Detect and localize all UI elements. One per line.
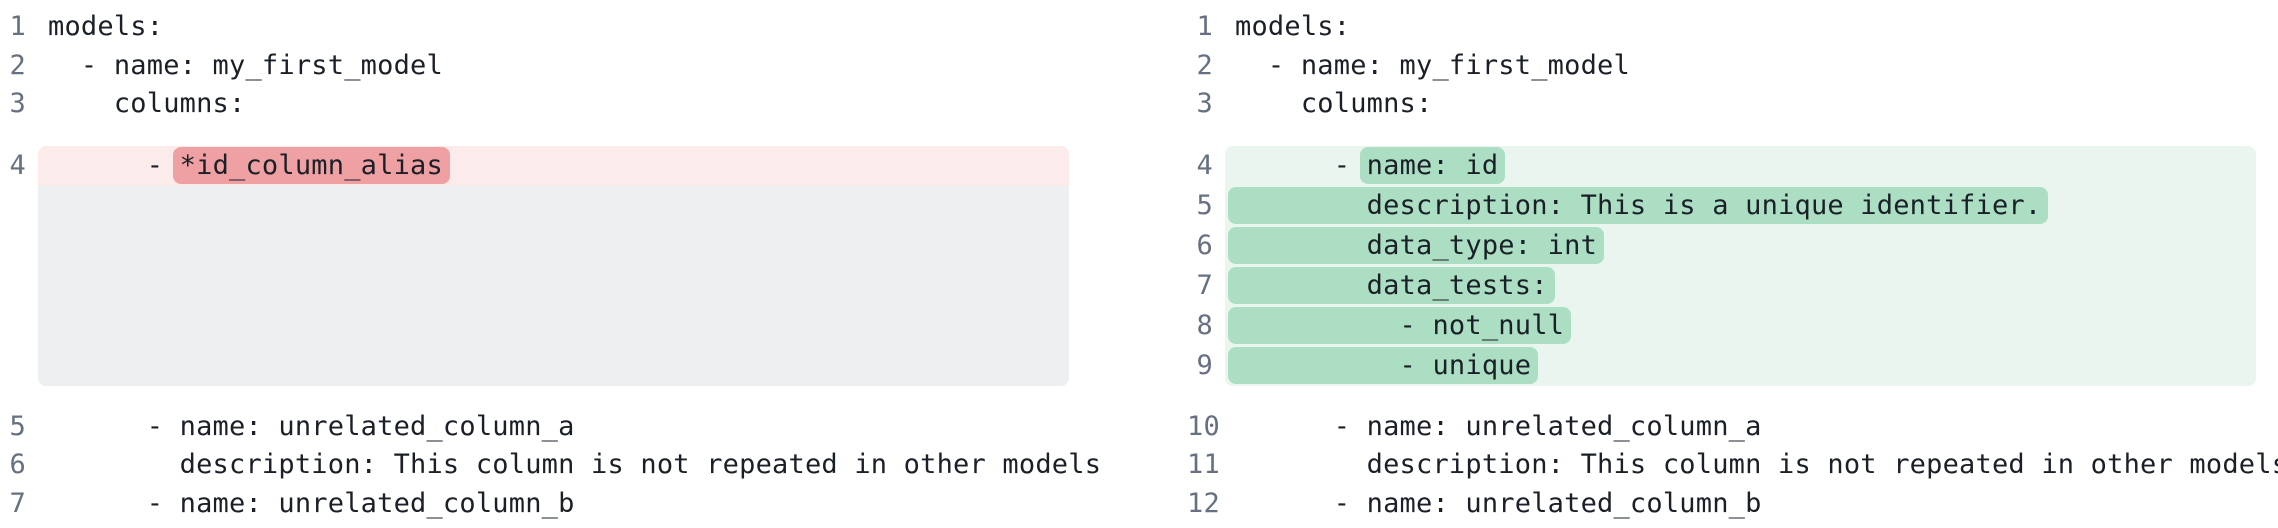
code-text: - name: unrelated_column_b: [1225, 485, 2256, 524]
line-number: 4: [1196, 149, 1213, 181]
diff-line: 5 - name: unrelated_column_a: [0, 408, 1091, 447]
line-number: 7: [9, 487, 26, 519]
added-token: name: id: [1359, 146, 1506, 184]
code-segment: -: [48, 149, 180, 181]
code-text: - not_null: [1225, 305, 2256, 346]
code-text: columns:: [38, 85, 1069, 124]
added-token: - not_null: [1228, 306, 1572, 344]
line-number-gutter: [0, 186, 26, 386]
line-number: 8: [1196, 309, 1213, 341]
line-number: 3: [9, 88, 26, 119]
code-text: columns:: [1225, 85, 2256, 124]
code-text: data_type: int: [1225, 225, 2256, 266]
diff-line: 1 models:: [1187, 8, 2278, 47]
code-text: description: This column is not repeated…: [38, 446, 1101, 485]
code-text: - name: unrelated_column_a: [1225, 408, 2256, 447]
line-number: 1: [1196, 11, 1213, 42]
diff-line-added: 8 - not_null: [1187, 305, 2278, 346]
line-number: 3: [1196, 88, 1213, 119]
code-segment: columns:: [48, 88, 246, 119]
line-number: 7: [1196, 269, 1213, 301]
code-segment: -: [1235, 149, 1367, 181]
diff-line-added: 7 data_tests:: [1187, 265, 2278, 306]
line-number: 11: [1187, 449, 1220, 480]
code-text: description: This column is not repeated…: [1225, 446, 2278, 485]
diff-line: 2 - name: my_first_model: [0, 47, 1091, 86]
code-text: - *id_column_alias: [38, 145, 1069, 186]
diff-line: 1 models:: [0, 8, 1091, 47]
code-segment: - name: unrelated_column_a: [48, 410, 575, 442]
code-segment: models:: [48, 11, 164, 42]
line-number: 4: [9, 149, 26, 181]
diff-line: 7 - name: unrelated_column_b: [0, 485, 1091, 524]
collapsed-region: [0, 185, 1091, 386]
code-text: - unique: [1225, 345, 2256, 386]
added-token: data_tests:: [1228, 266, 1555, 304]
collapsed-region-filler: [38, 185, 1069, 386]
line-number: 2: [9, 49, 26, 81]
diff-line: 10 - name: unrelated_column_a: [1187, 408, 2278, 447]
line-number: 6: [9, 449, 26, 480]
code-segment: - name: my_first_model: [1235, 49, 1630, 81]
line-number: 12: [1187, 487, 1220, 519]
diff-line-added: 4 - name: id: [1187, 145, 2278, 186]
diff-line-added: 5 description: This is a unique identifi…: [1187, 185, 2278, 226]
code-segment: description: This column is not repeated…: [1235, 449, 2278, 480]
diff-line-added: 6 data_type: int: [1187, 225, 2278, 266]
diff-line: 11 description: This column is not repea…: [1187, 446, 2278, 485]
line-number: 5: [1196, 189, 1213, 221]
code-segment: columns:: [1235, 88, 1433, 119]
diff-line: 3 columns:: [1187, 85, 2278, 124]
diff-line: 2 - name: my_first_model: [1187, 47, 2278, 86]
code-segment: - name: unrelated_column_a: [1235, 410, 1762, 442]
code-text: - name: unrelated_column_a: [38, 408, 1069, 447]
line-number: 2: [1196, 49, 1213, 81]
line-number: 9: [1196, 349, 1213, 381]
line-number: 10: [1187, 410, 1220, 442]
code-text: data_tests:: [1225, 265, 2256, 306]
code-text: description: This is a unique identifier…: [1225, 185, 2256, 226]
code-text: - name: unrelated_column_b: [38, 485, 1069, 524]
code-text: - name: my_first_model: [1225, 47, 2256, 86]
added-token: - unique: [1228, 346, 1539, 384]
diff-line-added: 9 - unique: [1187, 345, 2278, 386]
line-number: 1: [9, 11, 26, 42]
code-segment: - name: unrelated_column_b: [1235, 487, 1762, 519]
code-segment: description: This column is not repeated…: [48, 449, 1102, 480]
code-text: models:: [38, 8, 1069, 47]
code-segment: models:: [1235, 11, 1351, 42]
code-segment: - name: unrelated_column_b: [48, 487, 575, 519]
code-text: - name: id: [1225, 145, 2256, 186]
added-token: data_type: int: [1228, 226, 1605, 264]
diff-line: 12 - name: unrelated_column_b: [1187, 485, 2278, 524]
code-segment: - name: my_first_model: [48, 49, 443, 81]
diff-line: 3 columns:: [0, 85, 1091, 124]
code-text: - name: my_first_model: [38, 47, 1069, 86]
diff-line-removed: 4 - *id_column_alias: [0, 145, 1091, 186]
added-token: description: This is a unique identifier…: [1228, 186, 2049, 224]
line-number: 6: [1196, 229, 1213, 261]
removed-token: *id_column_alias: [172, 146, 450, 184]
line-number: 5: [9, 410, 26, 442]
diff-line: 6 description: This column is not repeat…: [0, 446, 1101, 485]
code-text: models:: [1225, 8, 2256, 47]
